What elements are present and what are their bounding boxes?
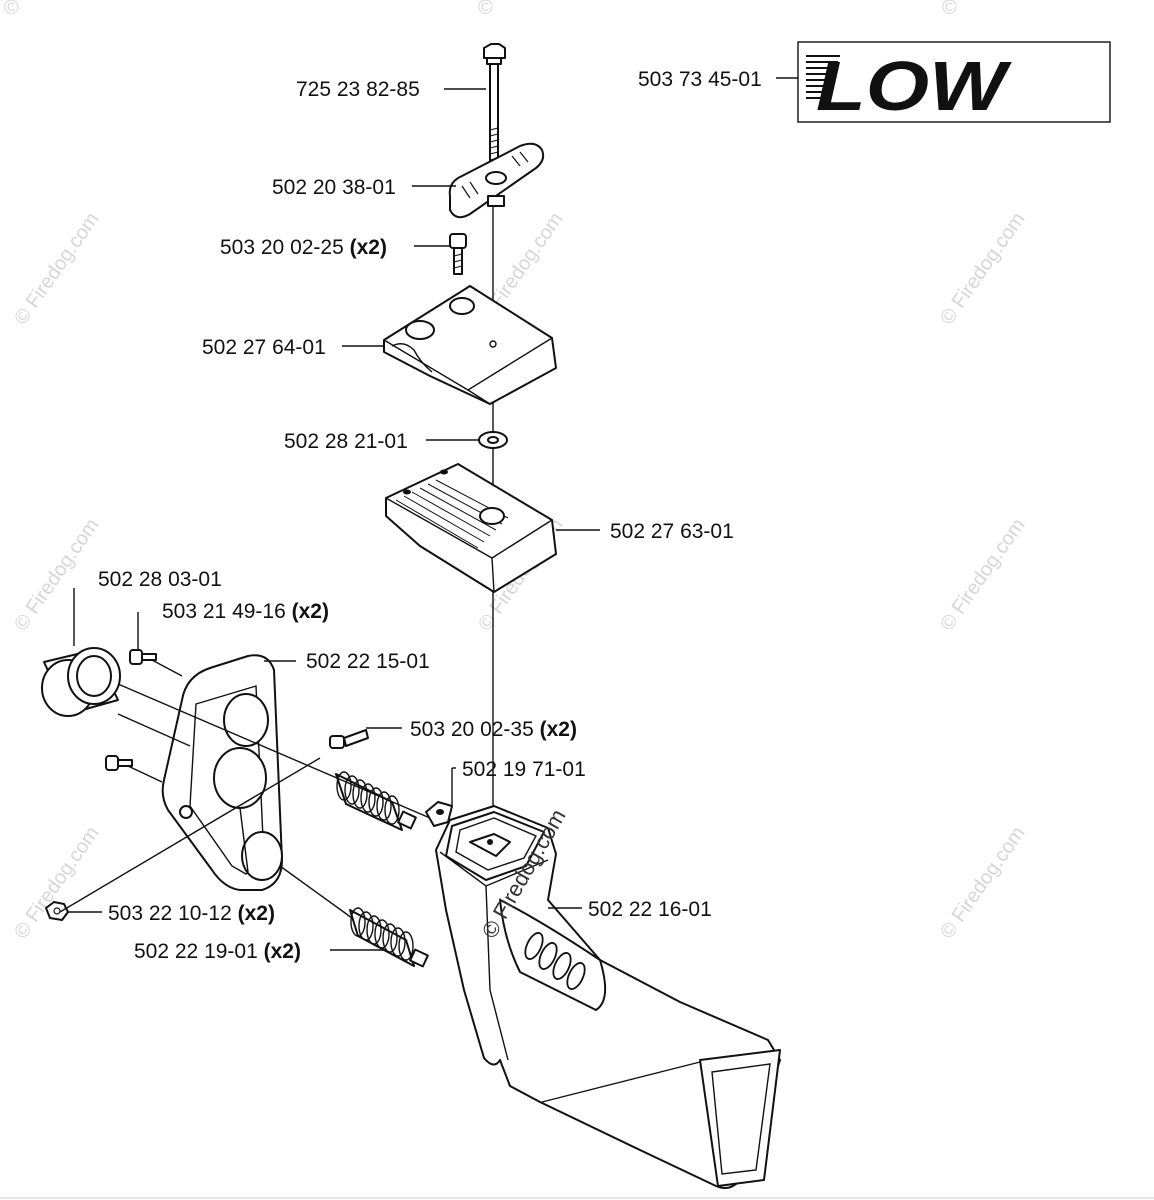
model-box-label: 503 73 45-01 (638, 68, 762, 91)
callout-725-23-82-85: 725 23 82-85 (296, 78, 420, 101)
wing-knob (448, 142, 545, 219)
watermark-corner: © (942, 0, 957, 19)
screw-small (105, 649, 157, 771)
flange-nut (45, 901, 69, 921)
spring-upper (335, 771, 417, 831)
watermark: © Firedog.com (936, 823, 1029, 943)
callout-502-28-03-01: 502 28 03-01 (98, 568, 222, 591)
callout-502-22-15-01: 502 22 15-01 (306, 650, 430, 673)
callout-502-22-16-01: 502 22 16-01 (588, 898, 712, 921)
watermark: © Firedog.com (936, 209, 1029, 329)
callout-503-20-02-25: 503 20 02-25 (x2) (220, 236, 387, 259)
low-logo-stripes (806, 55, 840, 99)
callout-502-22-19-01: 502 22 19-01 (x2) (134, 940, 301, 963)
screw-long (329, 729, 369, 749)
model-box: LOW (797, 41, 1111, 125)
watermark-corner: © (478, 0, 493, 19)
callout-503-22-10-12: 503 22 10-12 (x2) (108, 902, 275, 925)
watermark-corner: © (4, 0, 19, 19)
assembly-lines (59, 659, 431, 919)
handle-bracket (161, 654, 283, 891)
callout-labels: 503 73 45-01 725 23 82-85 502 20 38-01 5… (98, 68, 762, 963)
callout-502-20-38-01: 502 20 38-01 (272, 176, 396, 199)
callout-502-28-21-01: 502 28 21-01 (284, 430, 408, 453)
callout-502-19-71-01: 502 19 71-01 (462, 758, 586, 781)
washer (478, 431, 508, 449)
watermark: © Firedog.com (10, 515, 103, 635)
long-bolt (483, 43, 506, 173)
rear-handle (435, 805, 781, 1189)
watermark: © Firedog.com (936, 515, 1029, 635)
watermark: © Firedog.com (10, 209, 103, 329)
screw-short (449, 233, 467, 275)
callout-503-21-49-16: 503 21 49-16 (x2) (162, 600, 329, 623)
watermark: © Firedog.com (10, 823, 103, 943)
leader-lines (68, 77, 798, 951)
callout-502-27-64-01: 502 27 64-01 (202, 336, 326, 359)
clamp-bottom (385, 463, 557, 593)
bushing (41, 647, 121, 717)
watermark-layer: © © © © Firedog.com © Firedog.com © Fire… (4, 0, 1029, 943)
callout-503-20-02-35: 503 20 02-35 (x2) (410, 718, 577, 741)
square-nut (425, 801, 453, 827)
clamp-top (383, 285, 557, 405)
callout-502-27-63-01: 502 27 63-01 (610, 520, 734, 543)
low-logo: LOW (816, 47, 1013, 125)
spring-lower (349, 907, 429, 968)
